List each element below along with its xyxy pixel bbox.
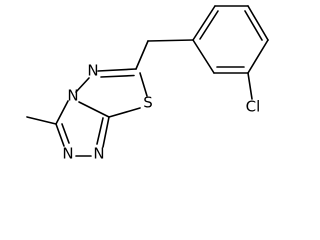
atom-labels: N N S N N Cl [62,62,260,163]
atom-n-bridge: N [67,87,78,105]
atom-n-bottom-right: N [93,145,104,163]
bond-n-bottom-right-c-fused [102,116,110,148]
atom-s: S [143,94,153,112]
atom-n-top: N [87,62,98,80]
bond-ring-c3-c4-double [244,10,263,41]
bonds [26,5,269,157]
bond-ch2-ring [147,39,194,42]
bond-c3-n-bottom-left-double [61,123,70,144]
molecule-structure: N N S N N Cl [26,5,269,163]
atom-n-bottom-left: N [62,145,73,163]
bond-n-bottom-right-c-fused-double [96,117,104,145]
bond-n-bridge-c-fused [78,101,110,118]
bond-n-bridge-c3 [55,100,69,125]
bond-c-cl [247,72,253,100]
bond-methyl [26,116,57,125]
bond-c3-n-bottom-left [55,123,65,147]
bond-n-top-n-bridge [75,77,90,93]
bond-s-c-fused [108,107,141,118]
bond-ring-c3-c4 [247,5,269,41]
bond-ring-c1-c2-double [199,10,219,40]
bond-ring-c4-c5 [247,39,269,74]
bond-n-top-c6 [97,68,137,72]
atom-cl: Cl [246,98,261,116]
bond-ring-c6-c1 [192,39,215,74]
bond-c6-ch2 [135,40,149,70]
bond-ring-c1-c2 [192,5,216,41]
bond-n-top-c6-double [100,74,135,78]
bond-c6-s [139,72,148,97]
